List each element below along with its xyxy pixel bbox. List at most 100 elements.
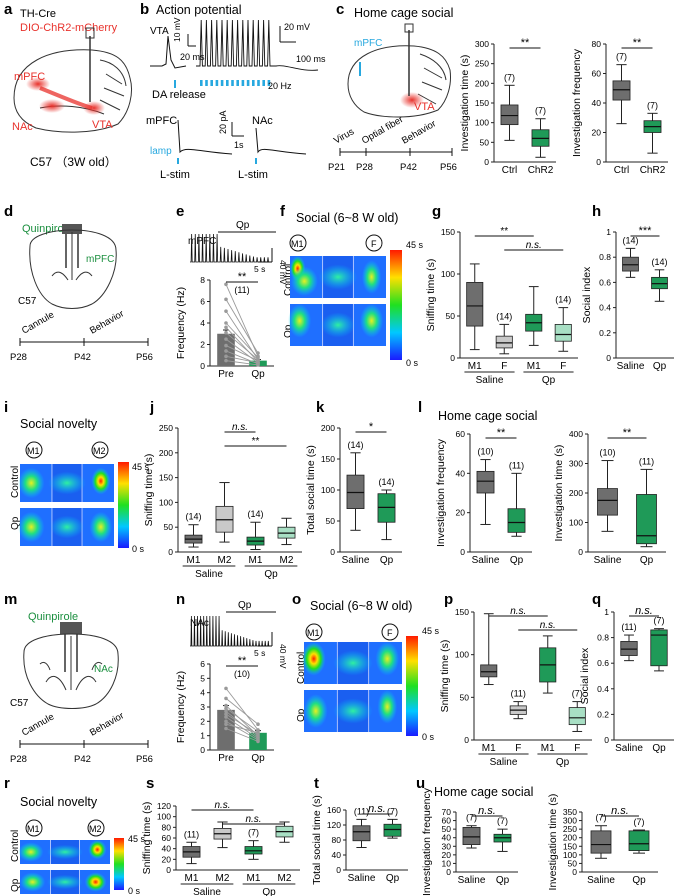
n-label-t: (11) [354, 806, 369, 816]
panel-letter-n: n [176, 591, 185, 608]
ylabel-s: Sniffing time (s) [141, 802, 153, 875]
group-label-p: Qp [556, 757, 570, 768]
box-p [568, 707, 586, 726]
panel-letter-u: u [416, 775, 425, 792]
timeline-d-tick-0: P28 [10, 352, 27, 363]
f-f: F [371, 239, 377, 249]
ytick-label-t: 120 [327, 820, 341, 830]
ytick-label-e: 2 [200, 340, 205, 350]
o-row2: Qp [296, 708, 307, 722]
heatmap-blob [47, 874, 83, 890]
panel-r-title: Social novelty [20, 795, 98, 809]
paired-point-e [224, 325, 228, 330]
stim-tick [220, 80, 224, 86]
ytick-label-l2: 0 [578, 547, 583, 557]
panel-d: Quinpirole mPFC C57 Cannule Behavior P28… [10, 223, 153, 363]
ytick-label-q: 0.6 [597, 658, 609, 668]
ytick-label-j: 250 [159, 423, 173, 433]
timeline-d-stage1: Cannule [20, 309, 56, 336]
r-m1: M1 [27, 824, 40, 834]
ylabel-k: Total social time (s) [305, 445, 317, 535]
paired-point-e [224, 309, 228, 313]
ytick-label-u2: 250 [563, 824, 577, 834]
sig-label-h: *** [639, 225, 653, 237]
panel-u-title: Home cage social [434, 785, 533, 799]
ytick-label-t: 80 [332, 835, 342, 845]
ytick-label-n: 1 [200, 731, 205, 741]
ytick-label-s: 0 [166, 865, 171, 875]
o-m1-marker [305, 623, 323, 641]
panel-b-hz: 20 Hz [268, 81, 292, 91]
paired-point-e [224, 282, 228, 287]
xtick-label-l2: Saline [594, 555, 622, 566]
ylabel-h: Social index [581, 266, 593, 323]
ytick-label-c1: 300 [475, 39, 489, 49]
sig-label-s: n.s. [214, 800, 230, 811]
paired-line-n [225, 698, 259, 725]
heatmap-blob [89, 511, 113, 543]
ytick-label-u1: 70 [442, 807, 452, 817]
ytick-label-n: 5 [200, 673, 205, 683]
box-u2 [628, 830, 650, 851]
ytick-label-g: 50 [446, 311, 456, 321]
colorbar-r [114, 838, 124, 890]
panel-c-vta: VTA [414, 101, 435, 113]
panel-letter-q: q [592, 591, 601, 608]
ylabel-q: Social index [579, 647, 591, 704]
panel-a-nac: NAc [12, 121, 33, 133]
paired-line-e [225, 338, 259, 364]
xtick-label-p: M1 [482, 743, 496, 754]
ytick-label-e: 0 [200, 361, 205, 371]
ytick-label-e: 6 [200, 297, 205, 307]
n-label-c2: (7) [616, 52, 627, 62]
paired-point-n [224, 686, 228, 691]
ytick-label-n: 2 [200, 716, 205, 726]
sig-label-j: ** [252, 436, 260, 447]
paired-line-n [225, 688, 259, 731]
box-l2 [597, 488, 618, 516]
box-g [495, 335, 513, 349]
xtick-label-j: M2 [280, 555, 294, 566]
ytick-label-c1: 50 [480, 137, 490, 147]
scalebar-b2 [279, 26, 296, 43]
panel-letter-d: d [4, 203, 13, 220]
ylabel-n: Frequency (Hz) [175, 671, 187, 743]
coronal-brain-d [29, 224, 117, 309]
xtick-label-k: Qp [380, 555, 394, 566]
sig-label-n: ** [238, 655, 247, 667]
xtick-label-p: M1 [541, 743, 555, 754]
heatmap-blob [84, 872, 107, 892]
panel-b-lamp: lamp [150, 146, 172, 157]
ytick-label-n: 4 [200, 688, 205, 698]
i-m1-marker [25, 441, 43, 459]
xtick-label-j: M1 [249, 555, 263, 566]
paired-line-e [225, 326, 259, 363]
r-m2-marker [87, 819, 105, 837]
timeline-c-stage-virus: Virus [332, 126, 356, 146]
i-m2: M2 [93, 446, 106, 456]
ytick-label-n: 3 [200, 702, 205, 712]
timeline-d-tick-1: P42 [74, 352, 91, 363]
xtick-label-q: Qp [652, 743, 666, 754]
panel-e-sbv: 40 mV [278, 260, 288, 285]
heatmap-blob [18, 467, 45, 499]
o-f: F [387, 628, 393, 638]
group-label-j: Saline [195, 569, 223, 580]
ytick-label-c2: 0 [596, 157, 601, 167]
paired-point-n [224, 726, 228, 731]
i-m1: M1 [27, 446, 40, 456]
panel-a: TH-Cre DIO-ChR2-mCherry mPFC NAc VTA C57… [12, 8, 132, 169]
i-m2-marker [91, 441, 109, 459]
paired-point-n [224, 722, 228, 726]
n-label-k: (14) [378, 477, 394, 487]
paired-line-e [225, 299, 259, 354]
paired-point-e [224, 321, 228, 325]
panel-letter-o: o [292, 591, 301, 608]
ytick-label-h: 0 [606, 353, 611, 363]
xtick-label-u2: Saline [587, 875, 615, 886]
panel-d-region: mPFC [86, 254, 114, 265]
ytick-label-c2: 20 [592, 128, 602, 138]
